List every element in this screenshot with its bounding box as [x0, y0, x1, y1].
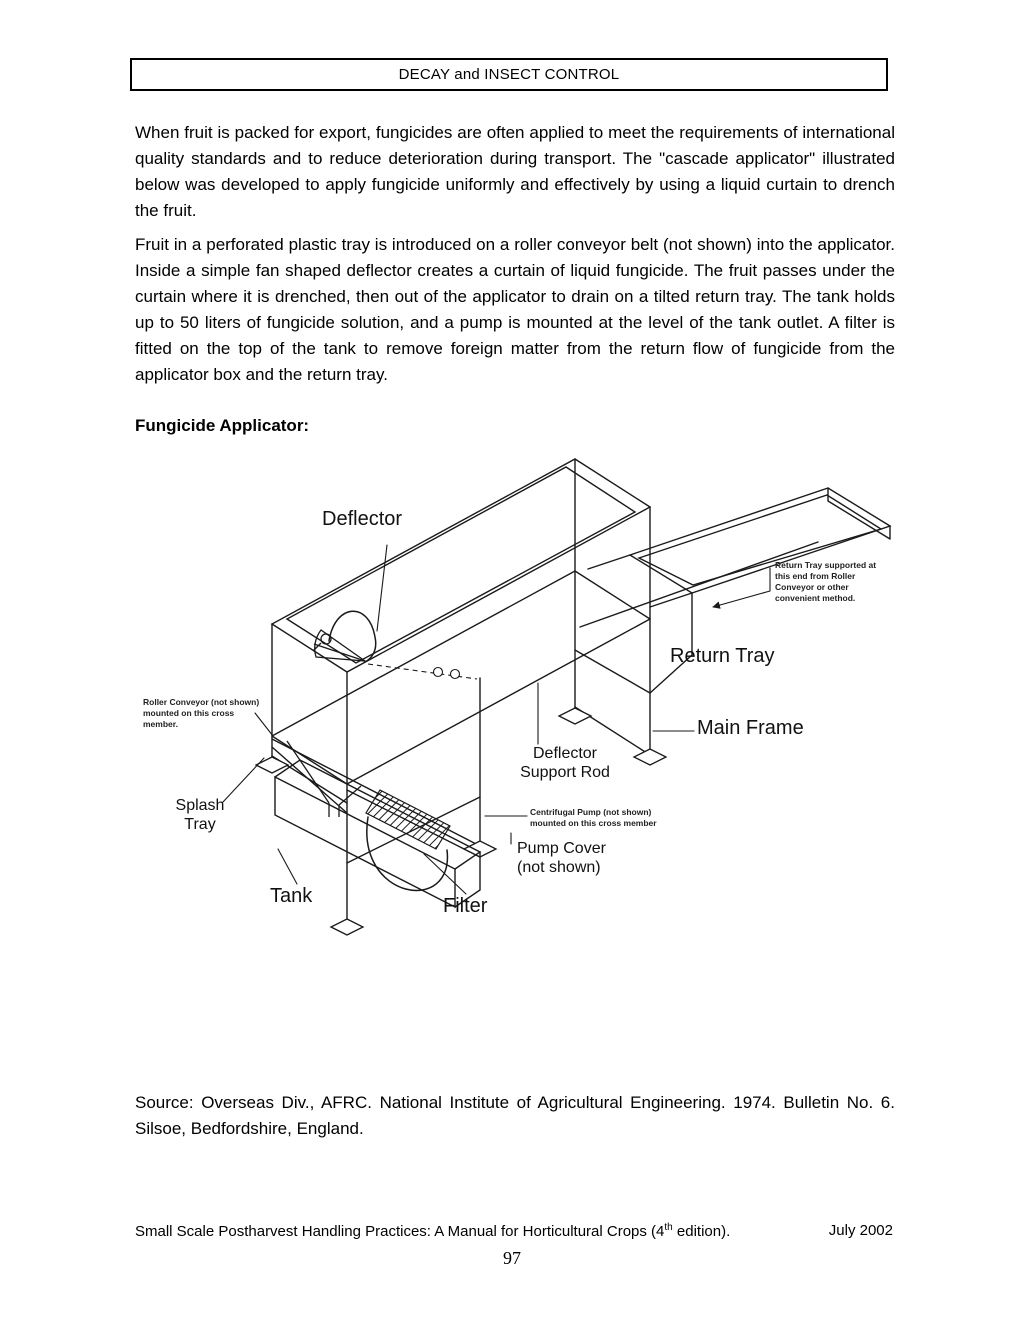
label-main-frame: Main Frame: [697, 717, 804, 739]
label-tank: Tank: [270, 885, 313, 907]
page-footer: Small Scale Postharvest Handling Practic…: [135, 1222, 893, 1240]
source-citation: Source: Overseas Div., AFRC. National In…: [135, 1093, 895, 1138]
filter-hatch: [365, 789, 451, 850]
frame-foot-pads: [254, 707, 668, 936]
label-filter: Filter: [443, 895, 488, 917]
splash-tray-lines: [286, 740, 362, 817]
note-centrifugal-pump: Centrifugal Pump (not shown) mounted on …: [530, 807, 657, 829]
page-number: 97: [503, 1248, 521, 1268]
paragraph-description: Fruit in a perforated plastic tray is in…: [135, 235, 895, 384]
deflector-support-linkage: [367, 663, 478, 680]
hose-lines: [328, 610, 449, 892]
footer-date: July 2002: [828, 1222, 893, 1239]
header-title: DECAY and INSECT CONTROL: [398, 66, 620, 83]
return-tray-outline: [579, 487, 892, 628]
deflector-shape: [312, 629, 368, 662]
label-return-tray: Return Tray: [670, 645, 775, 667]
note-return-tray-support: Return Tray supported at this end from R…: [775, 560, 877, 604]
note-roller-conveyor: Roller Conveyor (not shown) mounted on t…: [143, 697, 260, 730]
main-frame-lines: [271, 570, 693, 923]
applicator-line-drawing: [222, 458, 892, 936]
label-deflector-support-rod: Deflector Support Rod: [520, 745, 610, 781]
applicator-box-outline: [270, 458, 652, 785]
page-header-box: DECAY and INSECT CONTROL: [130, 58, 888, 91]
footer-left-text: Small Scale Postharvest Handling Practic…: [135, 1222, 731, 1240]
edition-superscript: th: [664, 1222, 673, 1233]
label-deflector: Deflector: [322, 508, 403, 530]
paragraph-intro: When fruit is packed for export, fungici…: [135, 123, 895, 220]
label-pump-cover: Pump Cover (not shown): [517, 840, 606, 876]
fungicide-applicator-figure: Deflector Return Tray Main Frame Deflect…: [125, 445, 915, 955]
figure-heading: Fungicide Applicator:: [135, 416, 310, 435]
label-splash-tray: Splash Tray: [175, 797, 225, 833]
label-leader-lines: [222, 544, 771, 895]
